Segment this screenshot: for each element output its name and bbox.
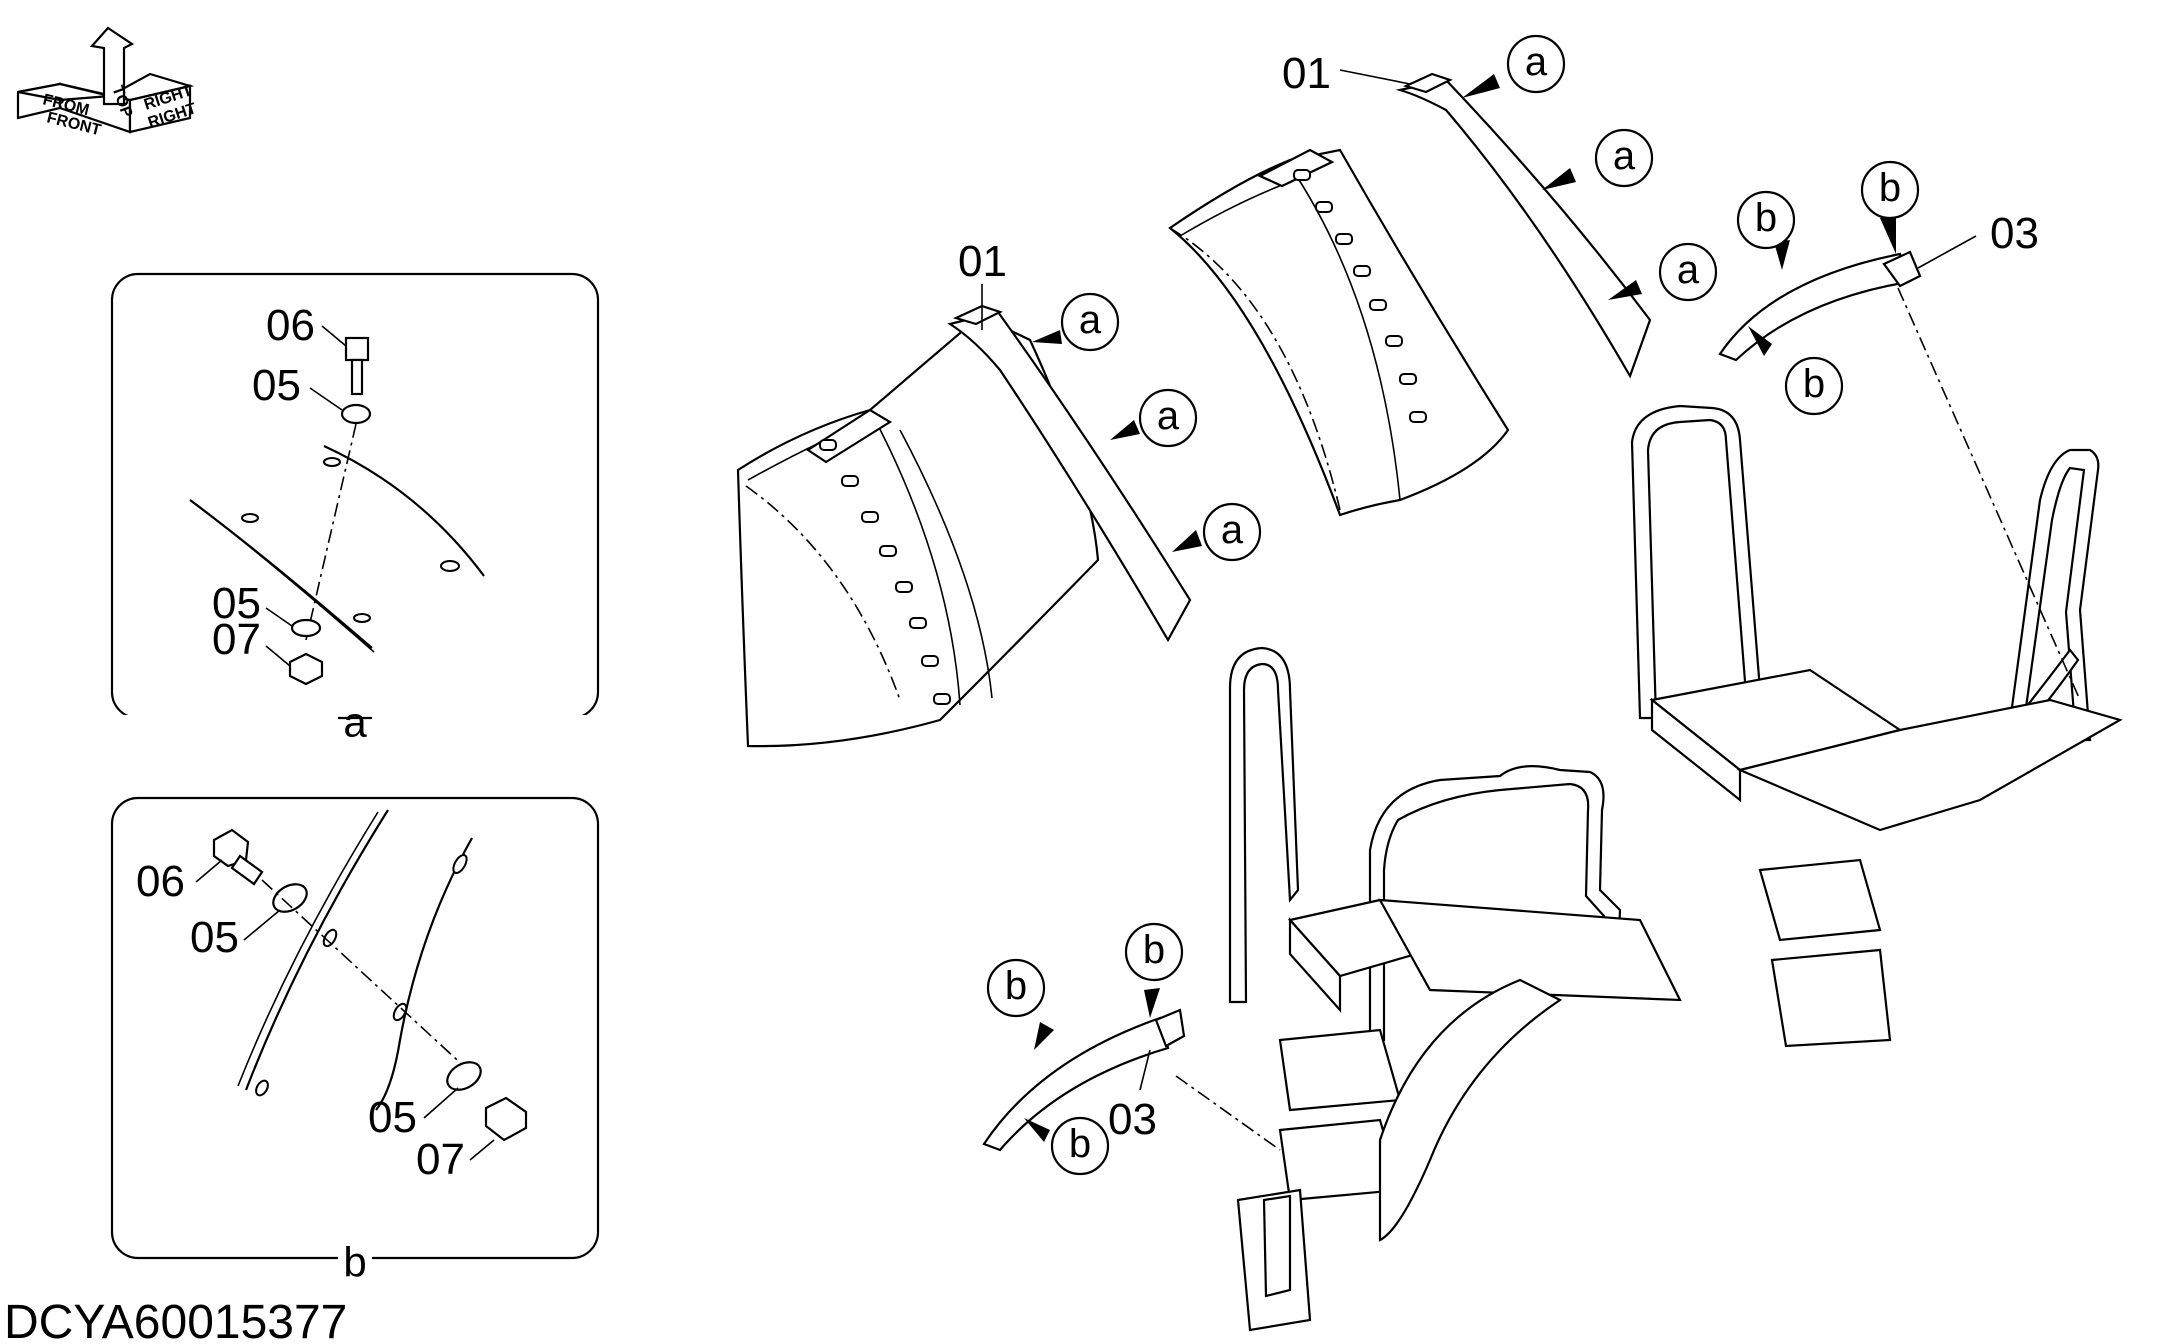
inset-a-label-06: 06: [266, 301, 315, 350]
callout-letter: b: [1143, 928, 1165, 972]
fender-right-bolt-holes: [1293, 169, 1427, 423]
callout-mudflap-right-3: b: [1748, 326, 1844, 416]
callout-mudflap-right-1: b: [1736, 190, 1796, 270]
inset-a: a 06 05 05 07: [110, 272, 600, 746]
callout-letter: b: [1879, 166, 1901, 210]
inset-b-label-07: 07: [416, 1135, 465, 1184]
fender-left-part-label: 01: [958, 237, 1007, 286]
fender-left: 01: [736, 237, 1192, 748]
mudflap-left-part-label: 03: [1108, 1095, 1157, 1144]
step-assembly-left: 03: [982, 646, 1682, 1332]
orientation-icon: FROM FRONT TOP RIGHT RIGHT: [16, 26, 199, 139]
callout-fender-right-2: a: [1542, 128, 1654, 190]
callout-mudflap-left-1: b: [986, 958, 1054, 1050]
callout-letter: a: [1525, 40, 1548, 84]
inset-a-letter: a: [343, 699, 367, 746]
inset-b-letter: b: [343, 1239, 366, 1286]
inset-a-label-05-top: 05: [252, 361, 301, 410]
callout-fender-left-3: a: [1172, 502, 1262, 562]
step-assembly-right: 03: [1630, 209, 2123, 1048]
callout-letter: b: [1005, 964, 1027, 1008]
inset-b-label-05-top: 05: [190, 913, 239, 962]
callout-letter: b: [1755, 196, 1777, 240]
callout-letter: a: [1677, 248, 1700, 292]
drawing-code: DCYA60015377: [4, 1296, 347, 1344]
inset-b: b 06 05 05 07: [110, 796, 600, 1286]
callout-letter: a: [1613, 134, 1636, 178]
callout-fender-right-1: a: [1462, 34, 1566, 98]
inset-b-label-06: 06: [136, 857, 185, 906]
mudflap-right-part-label: 03: [1990, 209, 2039, 258]
callout-mudflap-left-3: b: [1024, 1116, 1110, 1176]
callout-letter: a: [1079, 298, 1102, 342]
callout-letter: b: [1069, 1122, 1091, 1166]
fender-right: 01: [1168, 49, 1652, 517]
callout-fender-left-2: a: [1110, 388, 1198, 448]
callout-mudflap-right-2: b: [1860, 160, 1920, 254]
inset-a-label-05-bottom: 05: [212, 579, 261, 628]
callout-fender-right-3: a: [1608, 242, 1718, 302]
callout-letter: a: [1157, 394, 1180, 438]
inset-a-label-07: 07: [212, 615, 261, 664]
callout-mudflap-left-2: b: [1124, 922, 1184, 1018]
fender-right-part-label: 01: [1282, 49, 1331, 98]
inset-b-label-05-bottom: 05: [368, 1093, 417, 1142]
fender-left-bolt-holes: [819, 439, 951, 705]
callout-letter: a: [1221, 508, 1244, 552]
callout-fender-left-1: a: [1032, 292, 1120, 352]
callout-letter: b: [1803, 362, 1825, 406]
